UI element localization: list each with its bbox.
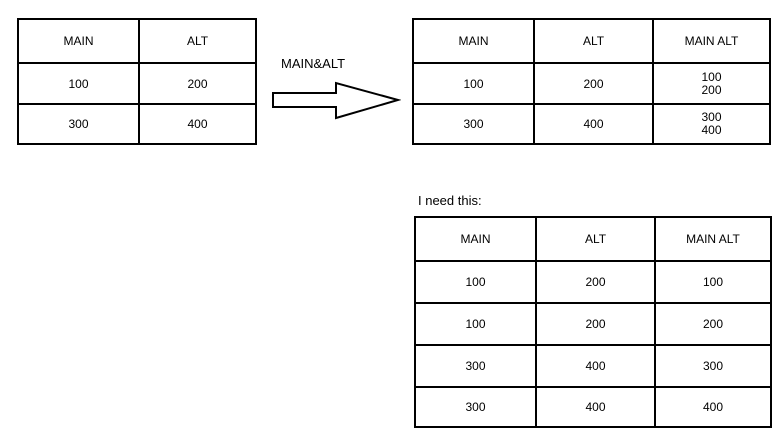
cell-main-alt: 200 xyxy=(654,304,770,344)
header-main: MAIN xyxy=(458,34,489,48)
combined-value: 400 xyxy=(701,123,722,137)
cell-main-alt: 100 xyxy=(654,262,770,302)
cell-alt: 400 xyxy=(138,105,255,143)
table-row: 100 200 100 200 xyxy=(414,62,769,103)
cell-alt: 200 xyxy=(535,304,654,344)
cell-alt: 200 xyxy=(138,64,255,103)
header-alt: ALT xyxy=(138,20,255,62)
cell-main: 100 xyxy=(465,317,486,331)
combined-value: 300 xyxy=(701,110,722,124)
cell-main: 300 xyxy=(465,359,486,373)
table-row: 100 200 200 xyxy=(416,302,770,344)
header-main: MAIN xyxy=(460,232,491,246)
cell-main: 300 xyxy=(465,400,486,414)
combined-value: 100 xyxy=(701,69,722,84)
cell-main: 100 xyxy=(463,76,484,91)
cell-alt: 200 xyxy=(535,262,654,302)
cell-main-alt: 300 xyxy=(654,346,770,386)
table-row: 300 400 300 400 xyxy=(414,103,769,143)
table-row: 300 400 300 xyxy=(416,344,770,386)
table-header-row: MAIN ALT xyxy=(19,20,255,62)
source-table: MAIN ALT 100 200 300 400 xyxy=(17,18,257,145)
cell-main: 100 xyxy=(68,76,89,91)
caption: I need this: xyxy=(418,193,482,208)
cell-main-alt: 100 200 xyxy=(652,64,769,103)
table-row: 300 400 400 xyxy=(416,386,770,426)
header-main: MAIN xyxy=(63,34,94,48)
cell-alt: 400 xyxy=(535,346,654,386)
header-main-alt: MAIN ALT xyxy=(652,20,769,62)
table-header-row: MAIN ALT MAIN ALT xyxy=(416,218,770,260)
cell-alt: 200 xyxy=(533,64,652,103)
right-arrow-icon xyxy=(272,81,401,120)
desired-table: MAIN ALT MAIN ALT 100 200 100 100 200 20… xyxy=(414,216,772,428)
header-alt: ALT xyxy=(533,20,652,62)
cell-alt: 400 xyxy=(535,388,654,426)
result-table: MAIN ALT MAIN ALT 100 200 100 200 300 40… xyxy=(412,18,771,145)
table-row: 300 400 xyxy=(19,103,255,143)
header-main-alt: MAIN ALT xyxy=(654,218,770,260)
combined-values: 100 200 xyxy=(701,69,722,97)
table-row: 100 200 xyxy=(19,62,255,103)
cell-main: 300 xyxy=(68,117,89,131)
cell-main-alt: 400 xyxy=(654,388,770,426)
arrow-label: MAIN&ALT xyxy=(281,56,346,71)
combined-value: 200 xyxy=(701,82,722,97)
cell-alt: 400 xyxy=(533,105,652,143)
header-alt: ALT xyxy=(535,218,654,260)
combined-values: 300 400 xyxy=(701,111,721,137)
cell-main-alt: 300 400 xyxy=(652,105,769,143)
cell-main: 100 xyxy=(465,275,486,289)
cell-main: 300 xyxy=(463,117,484,131)
table-row: 100 200 100 xyxy=(416,260,770,302)
table-header-row: MAIN ALT MAIN ALT xyxy=(414,20,769,62)
